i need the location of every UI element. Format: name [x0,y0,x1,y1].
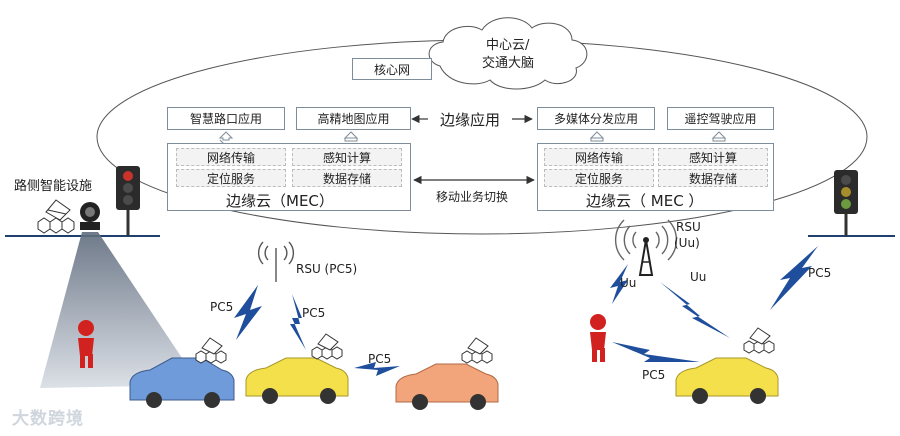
app-label: 智慧路口应用 [189,112,262,126]
link-label-pc5: PC5 [368,352,392,366]
core-network-box: 核心网 [352,58,432,80]
app-hd-map: 高精地图应用 [296,107,411,130]
mec-cell-label: 数据存储 [688,171,737,186]
car-yellow-middle [245,357,349,404]
app-remote-driving: 遥控驾驶应用 [667,107,774,130]
mec-cell: 网络传输 [544,148,654,166]
edge-application-label: 边缘应用 [440,111,501,129]
cloud-title-line2: 交通大脑 [482,56,535,71]
roadside-label: 路侧智能设施 [14,179,93,194]
mec-cell: 感知计算 [292,148,402,166]
mec-cell-label: 数据存储 [322,171,371,186]
link-label-pc5: PC5 [642,368,666,382]
rsu-pc5-label: RSU (PC5) [296,262,358,276]
app-multimedia: 多媒体分发应用 [537,107,655,130]
rsu-uu-label-1: RSU [676,220,701,234]
mec-cell-label: 定位服务 [206,171,255,186]
rsu-pc5-antenna [257,241,295,282]
link-label-uu: Uu [620,276,637,290]
traffic-light-right [834,170,858,236]
watermark-text: 大数跨境 [12,409,84,429]
app-smart-intersection: 智慧路口应用 [167,107,285,130]
cloud-shape [428,17,588,90]
mec-cell-label: 感知计算 [322,150,371,165]
car-yellow-right [675,357,779,404]
mec-cell: 数据存储 [658,169,768,187]
link-label-uu: Uu [690,270,707,284]
link-label-pc5: PC5 [302,306,326,320]
mec-cell-label: 感知计算 [688,150,737,165]
person-left [78,320,94,368]
app-label: 高精地图应用 [317,112,390,126]
mec-cell: 数据存储 [292,169,402,187]
rsu-uu-label-2: (Uu) [674,236,700,250]
app-label: 多媒体分发应用 [553,112,638,126]
lightning-bolts [234,246,818,376]
mec-title: 边缘云（MEC） [226,192,334,210]
mec-cell: 感知计算 [658,148,768,166]
car-orange [395,363,499,410]
mec-right: 网络传输 感知计算 定位服务 数据存储 边缘云（ MEC ） [537,143,774,211]
cloud-title-line1: 中心云/ [486,38,530,53]
mec-title: 边缘云（ MEC ） [586,192,704,210]
link-label-pc5: PC5 [808,266,832,280]
traffic-light-left [116,166,140,236]
mec-cell: 定位服务 [176,169,286,187]
app-label: 遥控驾驶应用 [684,112,757,126]
person-right [590,314,606,362]
mec-cell-label: 网络传输 [206,150,255,165]
vehicle-sensors [195,327,775,364]
link-label-pc5: PC5 [210,300,234,314]
handover-label: 移动业务切换 [436,190,509,204]
mec-cell-label: 网络传输 [574,150,623,165]
mec-cell: 定位服务 [544,169,654,187]
roadside-sensor [37,199,75,234]
mec-cell-label: 定位服务 [574,171,623,186]
rsu-uu-tower [614,219,678,276]
watermark: 大数跨境 [12,404,84,429]
core-network-label: 核心网 [373,62,410,77]
mec-left: 网络传输 感知计算 定位服务 数据存储 边缘云（MEC） [167,143,411,211]
camera-icon [80,202,100,230]
mec-cell: 网络传输 [176,148,286,166]
